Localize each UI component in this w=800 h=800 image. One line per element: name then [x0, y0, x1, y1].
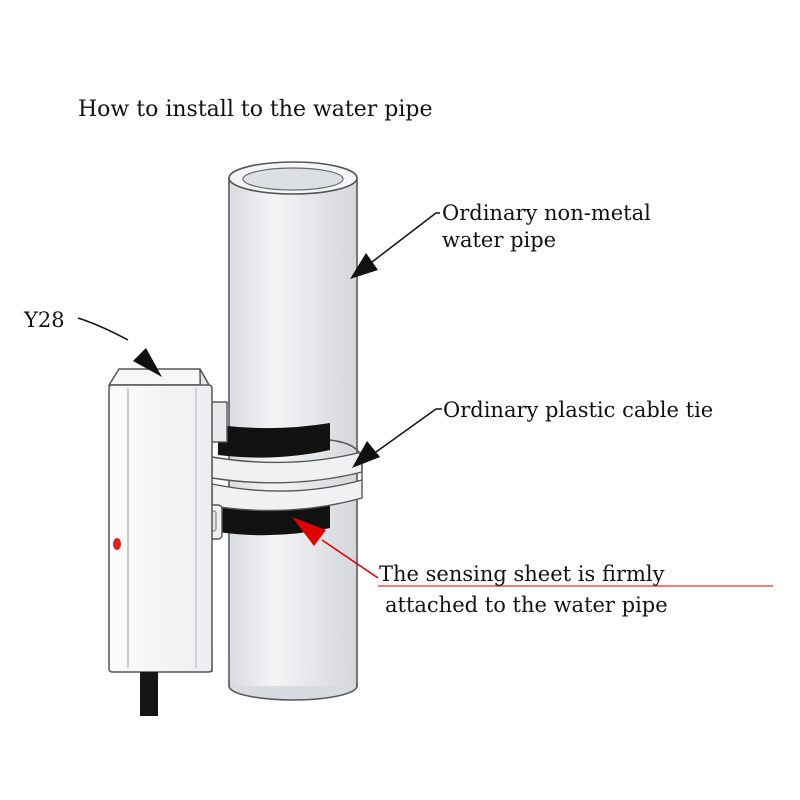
device-label: Y28 — [24, 308, 65, 332]
pipe-label-line-2: water pipe — [442, 228, 557, 252]
pointer-arrows — [77, 212, 442, 468]
cable-tie-label: Ordinary plastic cable tie — [443, 398, 714, 422]
sensing-label-line-2: attached to the water pipe — [385, 593, 668, 617]
water-pipe — [228, 161, 358, 701]
indicator-led — [113, 538, 121, 550]
sensing-arrow — [292, 517, 773, 587]
diagram-title: How to install to the water pipe — [78, 97, 433, 122]
pipe-label-line-1: Ordinary non-metal — [442, 201, 651, 225]
y28-device — [107, 368, 228, 716]
sensing-label-line-1: The sensing sheet is firmly — [379, 562, 665, 586]
